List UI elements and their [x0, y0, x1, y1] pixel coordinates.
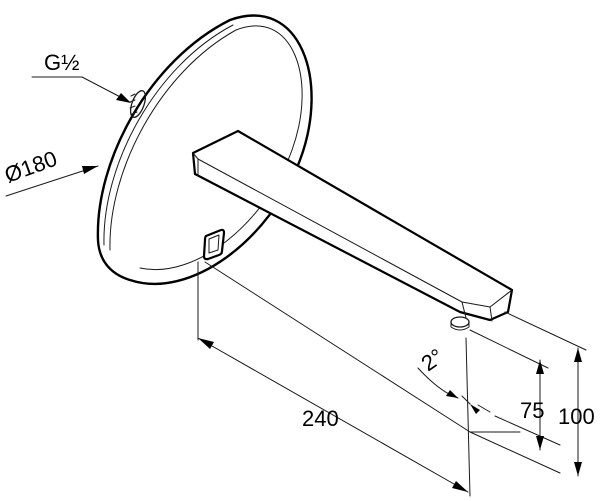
dimension-100 [574, 347, 582, 477]
aerator-outlet [450, 316, 470, 331]
spout-body [191, 129, 514, 322]
label-100: 100 [558, 404, 595, 429]
label-75: 75 [520, 398, 544, 423]
extension-lines [197, 261, 587, 497]
label-thread: G½ [44, 50, 79, 75]
leader-diameter [5, 165, 99, 197]
dimension-angle [417, 367, 491, 414]
sensor-window [202, 228, 226, 261]
wall-rosette [96, 14, 313, 286]
dimension-75 [536, 359, 544, 451]
thread-connection [129, 90, 147, 118]
leader-thread [31, 76, 131, 103]
label-240: 240 [302, 406, 339, 431]
dimension-240 [197, 337, 469, 493]
